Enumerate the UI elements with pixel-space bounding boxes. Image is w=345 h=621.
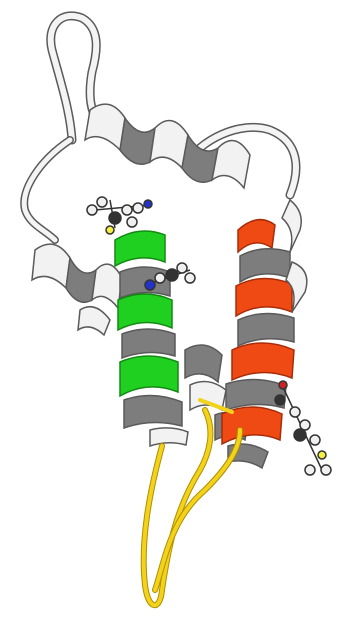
side-chain-upper	[87, 197, 152, 234]
left-coil	[24, 140, 70, 240]
top-helix	[85, 104, 250, 188]
left-helix	[32, 244, 122, 335]
red-helix	[222, 220, 294, 468]
green-helix	[115, 231, 188, 446]
